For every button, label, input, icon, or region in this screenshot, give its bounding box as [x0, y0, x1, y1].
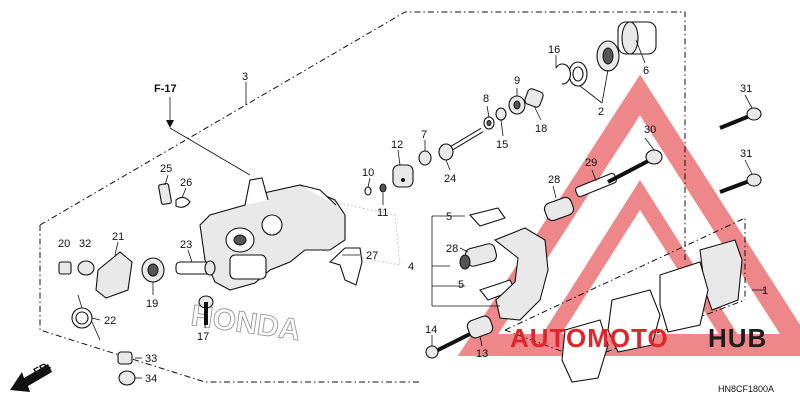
part-25-bleeder	[158, 183, 172, 205]
part-17-bolt	[198, 295, 214, 325]
caliper-bracket	[493, 227, 549, 321]
part-32-nut	[77, 260, 95, 276]
part-31-bolt-upper	[719, 107, 762, 130]
part-6-sleeve	[617, 21, 657, 55]
callout-18: 18	[535, 123, 547, 135]
ref-label: F-17	[154, 83, 177, 95]
part-1-brake-pads	[561, 239, 743, 383]
callout-32: 32	[79, 238, 91, 250]
leader-lines	[91, 39, 765, 379]
part-33-cap	[117, 351, 133, 365]
callout-28-right: 28	[548, 174, 560, 186]
callout-20: 20	[58, 238, 70, 250]
part-7-nut	[418, 150, 432, 166]
callout-17: 17	[197, 331, 209, 343]
part-15-washer	[495, 107, 507, 121]
callout-16: 16	[548, 44, 560, 56]
part-21-bracket	[95, 251, 133, 299]
part-27-clip	[328, 247, 363, 286]
part-28-boot-right	[543, 196, 575, 222]
callout-21: 21	[112, 231, 124, 243]
part-18-guide	[524, 88, 544, 108]
callout-5-upper: 5	[446, 211, 452, 223]
callout-13: 13	[476, 348, 488, 360]
callout-4: 4	[408, 261, 414, 273]
callout-15: 15	[496, 139, 508, 151]
watermark-text-right: HUB	[708, 323, 767, 353]
part-8-washer	[483, 116, 495, 130]
callout-26: 26	[180, 177, 192, 189]
part-24-bolt	[438, 127, 484, 161]
callout-30: 30	[644, 124, 656, 136]
callout-34: 34	[145, 373, 157, 385]
callout-9: 9	[514, 75, 520, 87]
part-16-circlip	[555, 63, 571, 85]
callout-6: 6	[643, 65, 649, 77]
callout-23: 23	[180, 239, 192, 251]
callout-2: 2	[598, 106, 604, 118]
part-23-pin	[175, 260, 216, 276]
callout-24: 24	[444, 173, 456, 185]
callout-3: 3	[242, 71, 248, 83]
callout-25: 25	[160, 163, 172, 175]
callout-33: 33	[145, 353, 157, 365]
part-11-ring	[379, 183, 387, 193]
callout-1: 1	[762, 285, 768, 297]
callout-19: 19	[146, 298, 158, 310]
callout-7: 7	[421, 129, 427, 141]
front-direction-arrow: FR.	[10, 360, 53, 392]
part-31-bolt-lower	[719, 173, 762, 194]
part-3-caliper-body	[199, 177, 346, 291]
callout-14: 14	[425, 324, 437, 336]
watermark-brand: AUTOMOTO HUB	[510, 323, 767, 353]
diagram-code: HN8CF1800A	[718, 384, 774, 394]
callout-22: 22	[104, 315, 116, 327]
callout-28-left: 28	[446, 243, 458, 255]
callout-12: 12	[391, 139, 403, 151]
part-9-nut	[508, 95, 526, 115]
part-22-spring	[71, 294, 101, 341]
part-30-bolt	[607, 149, 663, 184]
callout-27: 27	[366, 250, 378, 262]
fr-label: FR.	[32, 360, 53, 379]
part-28-boot-left	[459, 243, 498, 270]
callout-11: 11	[377, 207, 388, 219]
part-26-clip	[175, 196, 191, 208]
callout-29: 29	[585, 157, 597, 169]
callout-31-lower: 31	[740, 148, 752, 160]
callout-numbers: 1 2 3 4 5 5 6 7 8 9 10 11 12 13 14 15 16…	[58, 44, 768, 385]
callout-8: 8	[483, 93, 489, 105]
callout-5-lower: 5	[458, 279, 464, 291]
callout-31-upper: 31	[740, 83, 752, 95]
part-19-boot	[141, 257, 165, 283]
part-2-boot	[568, 40, 620, 87]
part-20-cap	[58, 261, 72, 275]
part-5-clip-upper	[468, 207, 506, 227]
part-34-bleeder	[118, 370, 136, 386]
part-13-boot	[466, 315, 494, 339]
part-12-cap	[392, 164, 414, 188]
watermark-text-left: AUTOMOTO	[510, 323, 669, 353]
callout-10: 10	[362, 167, 374, 179]
ref-arrow	[166, 97, 251, 176]
part-10-ring	[364, 186, 372, 196]
